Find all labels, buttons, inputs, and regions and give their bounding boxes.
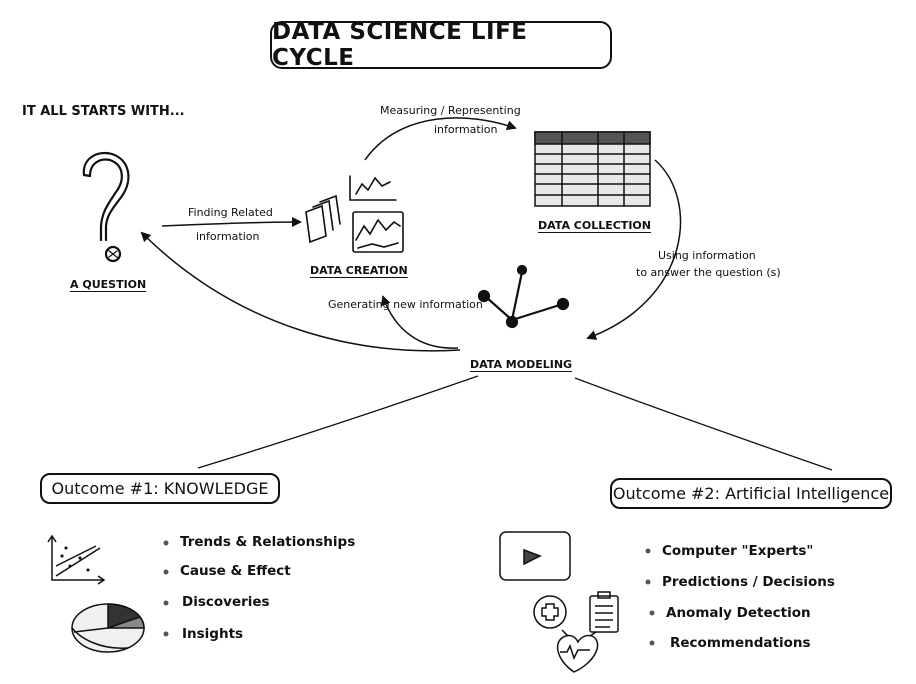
intro-text: IT ALL STARTS WITH...	[22, 104, 185, 119]
data-collection-icon	[534, 131, 651, 207]
ai-item: Computer "Experts"	[662, 543, 814, 559]
ai-item: Anomaly Detection	[666, 605, 811, 621]
knowledge-item: Insights	[182, 626, 244, 642]
knowledge-item: Trends & Relationships	[180, 534, 356, 550]
node-data-modeling: DATA MODELING	[470, 358, 573, 371]
video-screen-icon	[499, 531, 571, 581]
knowledge-item: Cause & Effect	[180, 563, 291, 579]
edge-finding-label-1: Finding Related	[188, 206, 273, 219]
edge-finding-label-2: information	[196, 230, 260, 243]
outcome-ai-label: Outcome #2: Artificial Intelligence	[612, 484, 890, 503]
data-creation-icon	[305, 175, 404, 253]
node-data-creation: DATA CREATION	[310, 264, 408, 277]
cycle-arrows	[140, 117, 682, 352]
node-question: A QUESTION	[70, 278, 147, 291]
edge-generating-label: Generating new information	[328, 298, 483, 311]
pie-chart-icon	[71, 603, 145, 653]
edge-measuring-label-1: Measuring / Representing	[380, 104, 521, 117]
outcome-knowledge-box: Outcome #1: KNOWLEDGE	[40, 473, 280, 504]
title-text: DATA SCIENCE LIFE CYCLE	[272, 19, 528, 71]
outcome-knowledge-label: Outcome #1: KNOWLEDGE	[51, 479, 269, 498]
outcome-ai-box: Outcome #2: Artificial Intelligence	[610, 478, 892, 509]
ai-item: Recommendations	[670, 635, 811, 651]
ai-item: Predictions / Decisions	[662, 574, 835, 590]
edge-using-label-1: Using information	[658, 249, 756, 262]
knowledge-item: Discoveries	[182, 594, 270, 610]
outcome-branch-lines	[197, 375, 833, 471]
clipboard-icon	[589, 591, 619, 633]
edge-using-label-2: to answer the question (s)	[636, 266, 781, 279]
data-modeling-icon	[477, 264, 570, 329]
heart-icon	[556, 629, 599, 673]
node-data-collection: DATA COLLECTION	[538, 219, 651, 232]
page-title: DATA SCIENCE LIFE CYCLE	[270, 19, 612, 71]
scatter-chart-icon	[47, 534, 106, 585]
medical-cross-icon	[533, 595, 567, 629]
edge-measuring-label-2: information	[434, 123, 498, 136]
question-mark-icon	[82, 151, 130, 263]
bullet-dots	[163, 540, 655, 646]
